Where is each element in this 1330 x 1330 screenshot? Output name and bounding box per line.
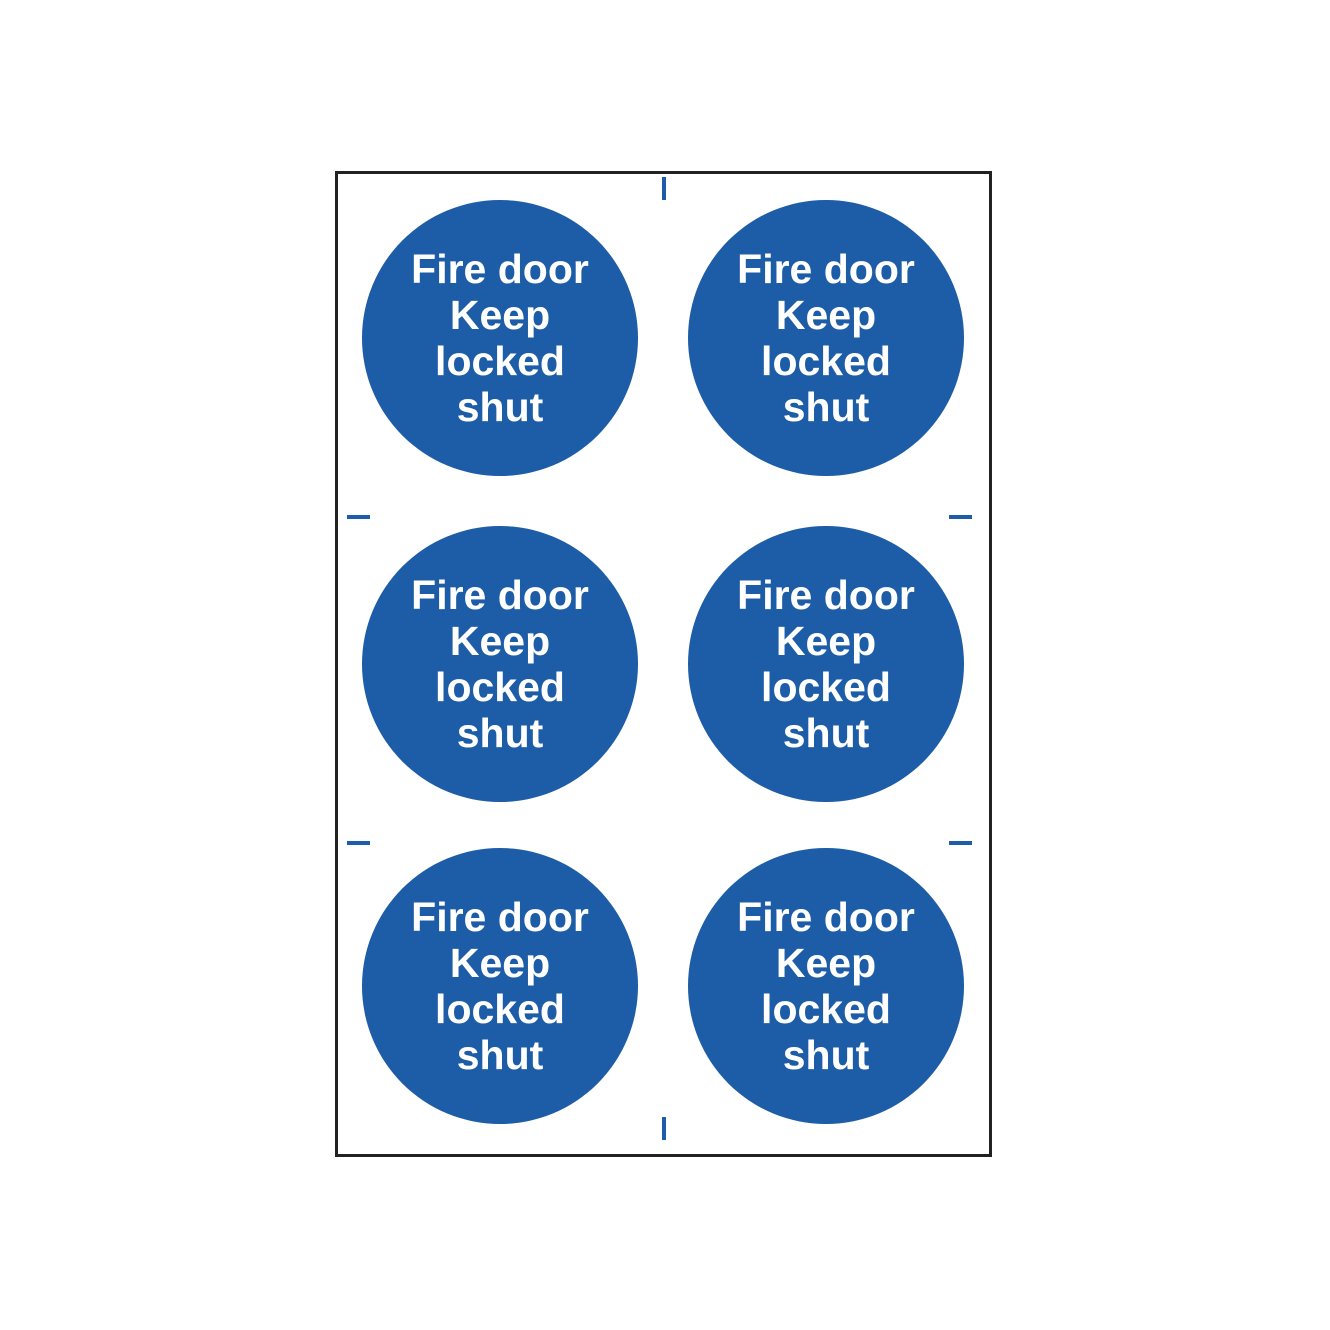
sign-line: Keep (449, 940, 551, 986)
sign-line: Fire door (411, 246, 589, 292)
sign-line: Keep (449, 292, 551, 338)
sign-line: locked (435, 986, 565, 1032)
cut-mark-left-2 (347, 841, 370, 845)
fire-door-sign: Fire door Keep locked shut (362, 848, 638, 1124)
sign-line: Keep (775, 292, 877, 338)
sign-line: Fire door (737, 246, 915, 292)
cut-mark-right-2 (949, 841, 972, 845)
cut-mark-right-1 (949, 515, 972, 519)
sign-line: locked (435, 338, 565, 384)
sign-line: shut (456, 1032, 544, 1078)
sign-line: Fire door (411, 894, 589, 940)
sign-line: Keep (449, 618, 551, 664)
sign-line: locked (761, 664, 891, 710)
sign-line: shut (456, 710, 544, 756)
cut-mark-bottom (662, 1117, 666, 1140)
fire-door-sign: Fire door Keep locked shut (688, 526, 964, 802)
sign-line: locked (761, 338, 891, 384)
sign-line: Fire door (737, 572, 915, 618)
sign-line: Fire door (737, 894, 915, 940)
sign-line: locked (761, 986, 891, 1032)
sign-line: Keep (775, 940, 877, 986)
fire-door-sign: Fire door Keep locked shut (362, 200, 638, 476)
sign-line: Keep (775, 618, 877, 664)
fire-door-sign: Fire door Keep locked shut (688, 200, 964, 476)
sign-line: shut (782, 1032, 870, 1078)
sign-line: shut (456, 384, 544, 430)
fire-door-sign: Fire door Keep locked shut (688, 848, 964, 1124)
fire-door-sign: Fire door Keep locked shut (362, 526, 638, 802)
sign-line: locked (435, 664, 565, 710)
cut-mark-left-1 (347, 515, 370, 519)
sign-line: shut (782, 384, 870, 430)
sign-line: shut (782, 710, 870, 756)
sign-line: Fire door (411, 572, 589, 618)
cut-mark-top (662, 177, 666, 200)
